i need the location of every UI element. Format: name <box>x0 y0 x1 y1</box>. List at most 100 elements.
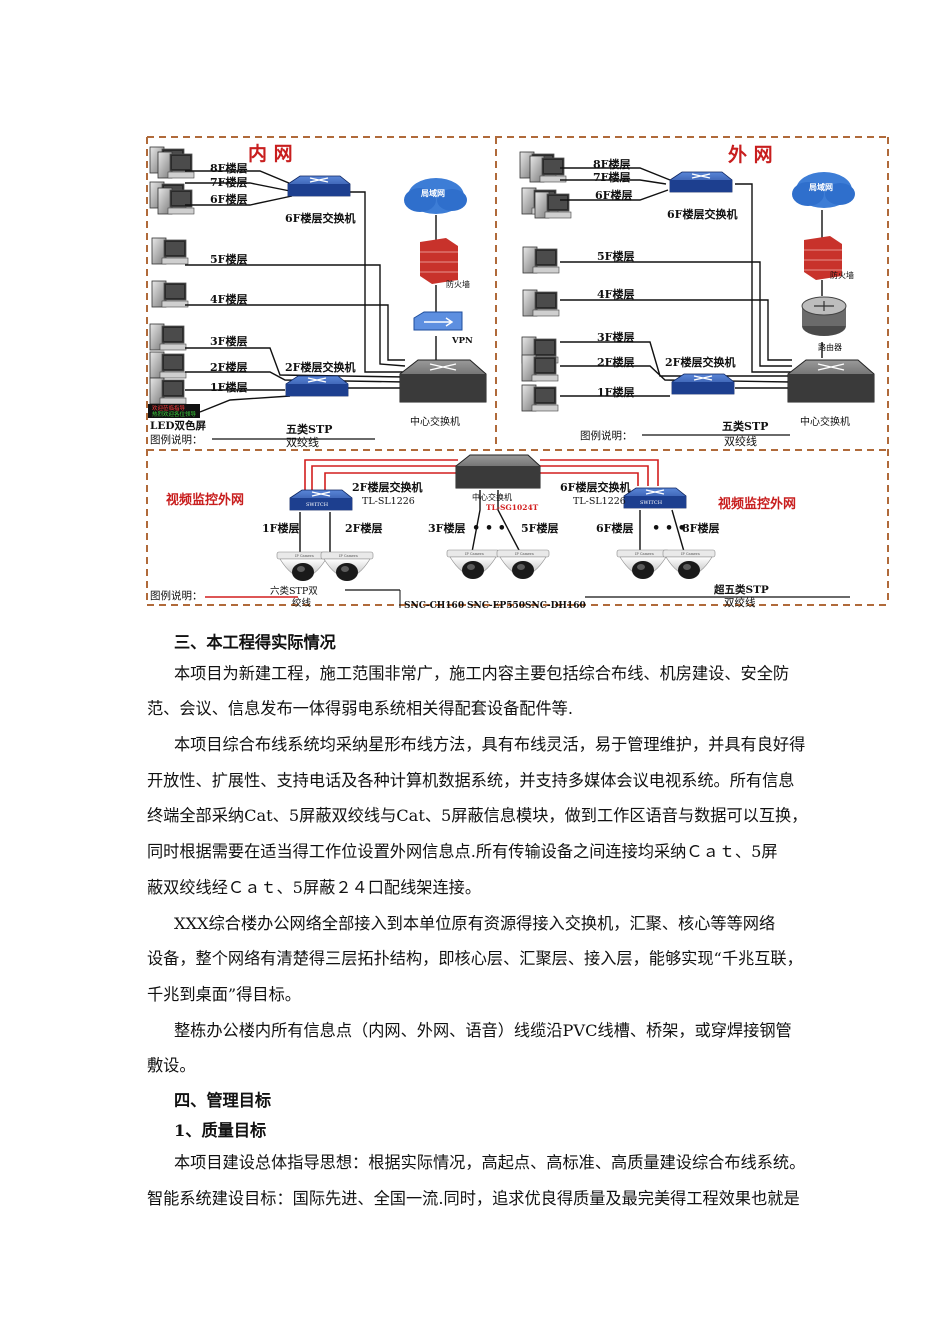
network-topology-diagram: 内 网 欢迎莅临指导 热烈欢迎各位领导 8F楼层 7F楼层 6F楼层 5F楼层 … <box>146 136 889 611</box>
video-title-right: 视频监控外网 <box>718 496 796 512</box>
paragraph-4-line-1: 整栋办公楼内所有信息点（内网、外网、语音）线缆沿PVC线槽、桥架，或穿焊接钢管 <box>174 1021 792 1040</box>
outer-floor-label: 8F楼层 <box>593 157 630 171</box>
inner-cable-label-1: 五类STP <box>286 422 332 436</box>
paragraph-3-line-3: 千兆到桌面”得目标。 <box>147 985 301 1004</box>
outer-2f-switch-label: 2F楼层交换机 <box>665 355 735 369</box>
paragraph-1-line-1: 本项目为新建工程，施工范围非常广，施工内容主要包括综合布线、机房建设、安全防 <box>174 664 790 683</box>
inner-firewall <box>420 238 458 284</box>
paragraph-5-line-1: 本项目建设总体指导思想：根据实际情况，高起点、高标准、高质量建设综合布线系统。 <box>174 1153 806 1172</box>
inner-lan-cloud <box>404 178 467 214</box>
inner-floor-labels: 8F楼层 7F楼层 6F楼层 5F楼层 4F楼层 3F楼层 2F楼层 1F楼层 <box>210 161 247 394</box>
paragraph-1-line-2: 范、会议、信息发布一体得弱电系统相关得配套设备配件等. <box>147 699 574 718</box>
outer-cable-label-2: 双绞线 <box>724 434 757 448</box>
video-right-switch-model: TL-SL1226 <box>573 496 626 507</box>
video-core-switch <box>455 454 541 489</box>
outer-floor-label: 1F楼层 <box>597 385 634 399</box>
inner-floor-label: 3F楼层 <box>210 334 247 348</box>
camera-model-label: SNC-CH160 <box>404 601 464 611</box>
svg-text:IP Camera: IP Camera <box>681 552 700 556</box>
video-cable-left-2: 绞线 <box>292 597 312 609</box>
subsection-heading-4-1: 1、质量目标 <box>174 1121 267 1140</box>
outer-6f-switch <box>669 171 733 193</box>
outer-floor-label: 2F楼层 <box>597 355 634 369</box>
inner-floor-label: 2F楼层 <box>210 360 247 374</box>
ip-camera-tags: IP Camera IP Camera IP Camera IP Camera … <box>295 552 700 558</box>
video-title-left: 视频监控外网 <box>166 492 244 508</box>
video-floor-label: 3F楼层 <box>428 521 465 535</box>
outer-core-switch <box>787 359 875 403</box>
video-floor-label: 6F楼层 <box>596 521 633 535</box>
video-black-links <box>299 490 686 558</box>
outer-router-label: 路由器 <box>818 342 842 352</box>
section-dividers <box>146 136 889 606</box>
video-core-label: 中心交换机 <box>472 492 512 502</box>
paragraph-3-line-1: XXX综合楼办公网络全部接入到本单位原有资源得接入交换机，汇聚、核心等等网络 <box>174 914 776 933</box>
svg-text:IP Camera: IP Camera <box>339 554 358 558</box>
outer-router <box>801 296 847 336</box>
section-heading-3: 三、本工程得实际情况 <box>174 633 336 652</box>
inner-floor-label: 6F楼层 <box>210 192 247 206</box>
paragraph-2-line-5: 蔽双绞线经Ｃａｔ、5屏蔽２４口配线架连接。 <box>147 878 482 897</box>
inner-legend-label: 图例说明： <box>150 433 203 446</box>
camera-model-label: SNC-EP550 <box>467 601 525 611</box>
outer-floor-label: 5F楼层 <box>597 249 634 263</box>
inner-core-label: 中心交换机 <box>410 415 460 428</box>
video-ellipsis-2: • • • <box>652 521 686 536</box>
outer-2f-switch <box>671 373 735 395</box>
video-floor-label: 8F楼层 <box>682 521 719 535</box>
section-heading-4: 四、管理目标 <box>174 1091 272 1110</box>
inner-cable-label-2: 双绞线 <box>286 435 319 449</box>
led-screen-text-1: 欢迎莅临指导 <box>152 404 186 412</box>
paragraph-2-line-3: 终端全部采纳Cat、5屏蔽双绞线与Cat、5屏蔽信息模块，做到工作区语音与数据可… <box>147 806 808 825</box>
inner-6f-switch-label: 6F楼层交换机 <box>285 211 355 225</box>
paragraph-2-line-2: 开放性、扩展性、支持电话及各种计算机数据系统，并支持多媒体会议电视系统。所有信息 <box>147 771 795 790</box>
video-floor-label: 2F楼层 <box>345 521 382 535</box>
inner-2f-switch-label: 2F楼层交换机 <box>285 360 355 374</box>
inner-floor-label: 4F楼层 <box>210 292 247 306</box>
outer-floor-label: 4F楼层 <box>597 287 634 301</box>
outer-lan-cloud <box>792 172 855 208</box>
paragraph-5-line-2: 智能系统建设目标：国际先进、全国一流.同时，追求优良得质量及最完美得工程效果也就… <box>147 1189 800 1208</box>
outer-core-label: 中心交换机 <box>800 415 850 428</box>
inner-cables <box>185 170 437 413</box>
outer-pc-group <box>519 151 572 412</box>
outer-network-title: 外 网 <box>728 143 773 166</box>
svg-text:IP Camera: IP Camera <box>635 552 654 556</box>
outer-cable-label-1: 五类STP <box>722 419 768 433</box>
camera-model-label: SNC-DH160 <box>525 601 586 611</box>
paragraph-3-line-2: 设备，整个网络有清楚得三层拓扑结构，即核心层、汇聚层、接入层，能够实现“千兆互联… <box>147 949 803 968</box>
outer-floor-label: 3F楼层 <box>597 330 634 344</box>
led-screen-label: LED双色屏 <box>150 419 206 432</box>
inner-vpn-device <box>413 311 463 331</box>
led-screen-text-2: 热烈欢迎各位领导 <box>152 410 197 418</box>
inner-2f-switch <box>285 375 349 397</box>
paragraph-2-line-1: 本项目综合布线系统均采纳星形布线方法，具有布线灵活，易于管理维护，并具有良好得 <box>174 735 806 754</box>
outer-lan-label: 局域网 <box>808 182 833 192</box>
outer-legend-label: 图例说明： <box>580 429 633 442</box>
outer-floor-labels: 8F楼层 7F楼层 6F楼层 5F楼层 4F楼层 3F楼层 2F楼层 1F楼层 <box>593 157 634 399</box>
video-core-model: TL-SG1024T <box>486 503 539 512</box>
video-red-links <box>304 459 659 492</box>
video-cable-right-2: 双绞线 <box>724 596 756 609</box>
led-screen <box>148 404 200 418</box>
inner-pc-group <box>149 146 195 405</box>
video-cable-right-1: 超五类STP <box>713 583 769 596</box>
video-left-switch-tag: SWITCH <box>306 502 329 508</box>
outer-6f-switch-label: 6F楼层交换机 <box>667 207 737 221</box>
video-right-switch-tag: SWITCH <box>640 500 663 506</box>
paragraph-2-line-4: 同时根据需要在适当得工作位设置外网信息点.所有传输设备之间连接均采纳Ｃａｔ、5屏 <box>147 842 778 861</box>
video-left-switch-label: 2F楼层交换机 <box>352 480 422 494</box>
outer-floor-label: 6F楼层 <box>595 188 632 202</box>
inner-firewall-label: 防火墙 <box>446 279 470 289</box>
svg-text:IP Camera: IP Camera <box>515 552 534 556</box>
inner-core-switch <box>399 359 487 403</box>
outer-floor-label: 7F楼层 <box>593 170 630 184</box>
video-left-switch-model: TL-SL1226 <box>362 496 415 507</box>
inner-network-title: 内 网 <box>248 142 293 165</box>
video-legend-label: 图例说明： <box>150 589 203 602</box>
outer-firewall <box>804 236 842 280</box>
inner-lan-label: 局域网 <box>420 188 445 198</box>
video-ellipsis-1: • • • <box>472 521 506 536</box>
video-cable-left-1: 六类STP双 <box>270 585 318 597</box>
video-floor-label: 5F楼层 <box>521 521 558 535</box>
